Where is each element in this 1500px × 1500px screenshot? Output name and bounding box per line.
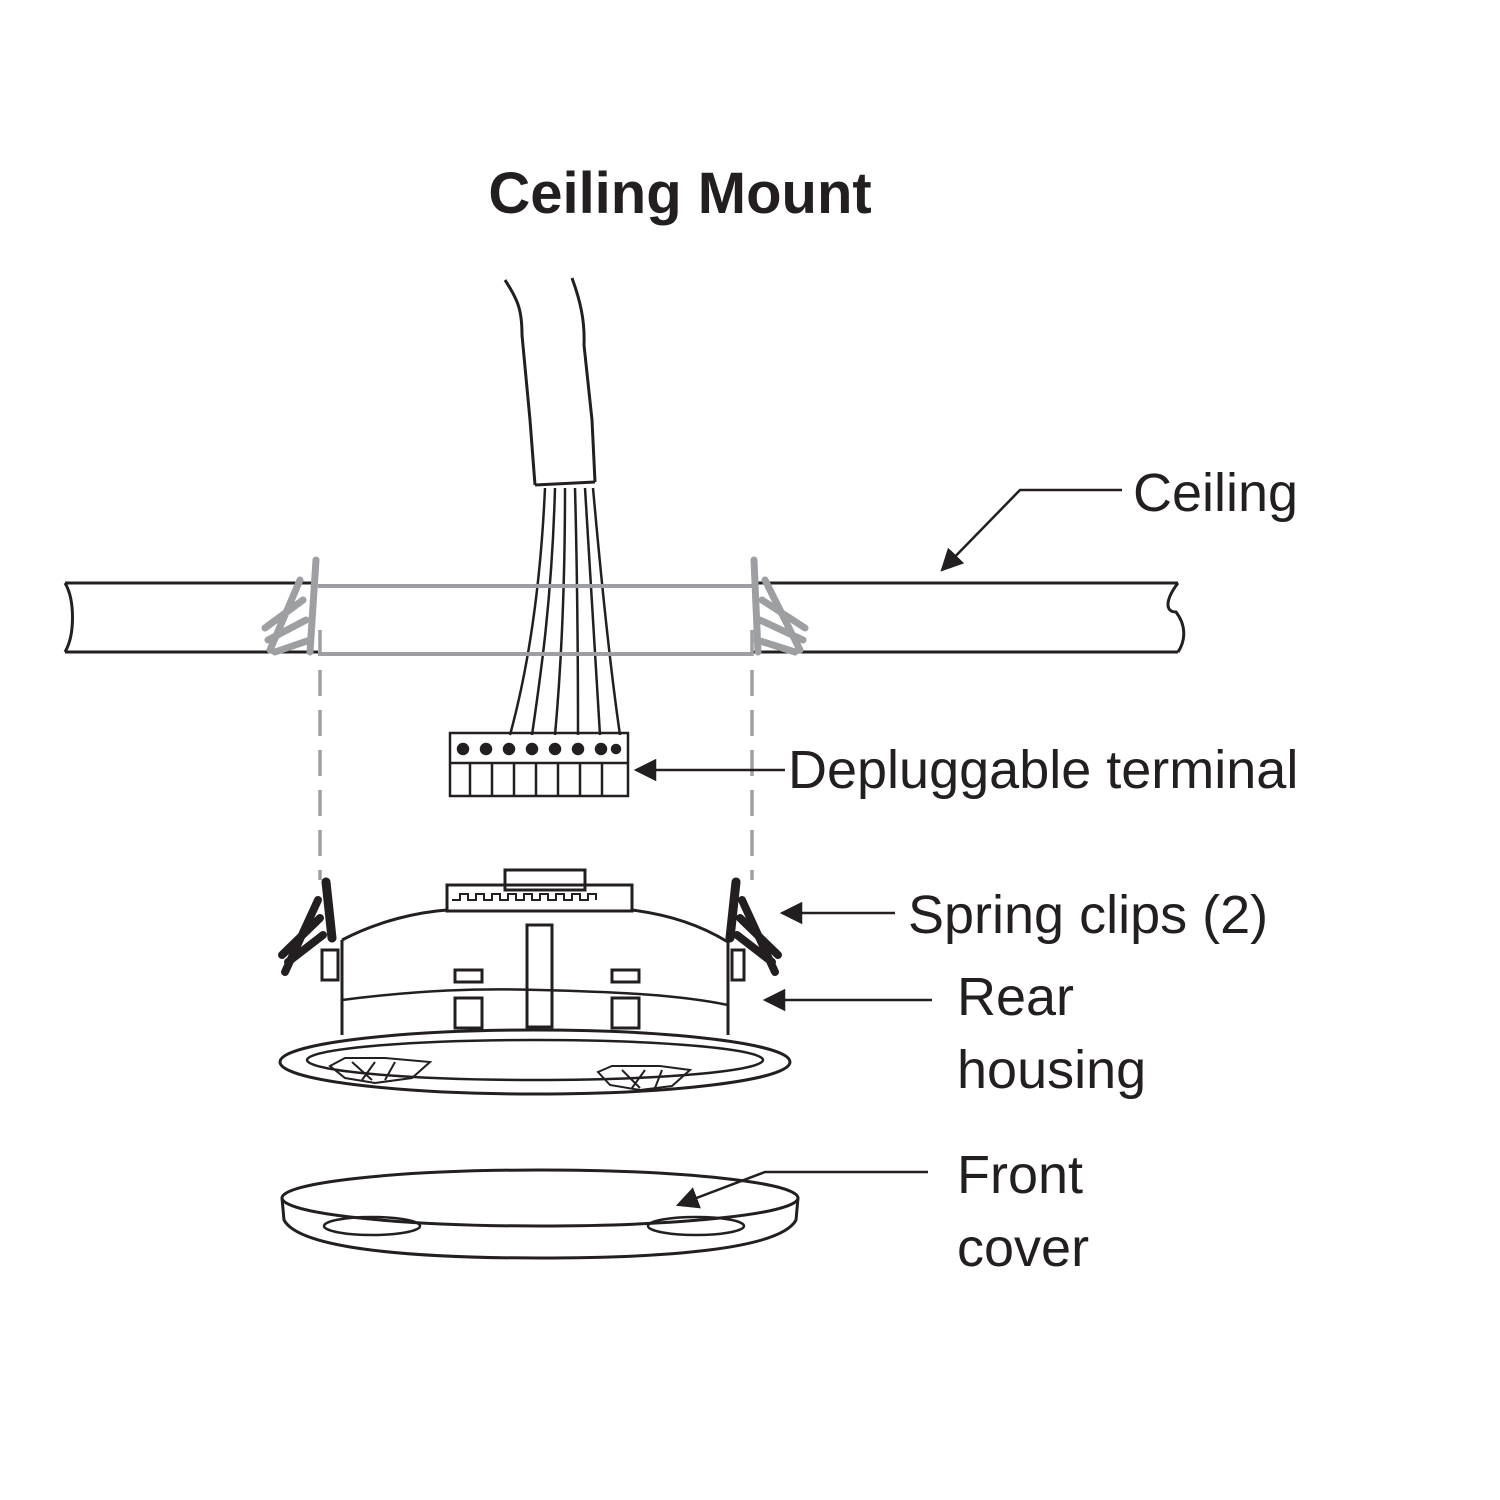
installed-outline: [261, 556, 809, 656]
depluggable-terminal: [448, 731, 630, 798]
wires: [508, 487, 622, 736]
alignment-lines: [318, 630, 754, 880]
front-cover-leader: [675, 1170, 928, 1209]
front-cover-label-line1: Front: [957, 1145, 1084, 1205]
rear-housing-label-line2: housing: [957, 1040, 1147, 1100]
front-cover: [280, 1168, 800, 1260]
spring-clips-label: Spring clips (2): [908, 885, 1269, 945]
rear-housing-label-line1: Rear: [957, 967, 1075, 1027]
diagram-title: Ceiling Mount: [488, 161, 872, 226]
ceiling-label: Ceiling: [1133, 463, 1299, 523]
leader-lines: [633, 488, 1122, 1209]
spring-clips: [278, 877, 782, 976]
rear-housing: [278, 868, 792, 1096]
ceiling-leader: [940, 488, 1122, 572]
cable: [503, 277, 597, 487]
front-cover-label-line2: cover: [957, 1218, 1090, 1278]
terminal-label: Depluggable terminal: [788, 740, 1299, 800]
ceiling-panel: [63, 581, 1186, 654]
